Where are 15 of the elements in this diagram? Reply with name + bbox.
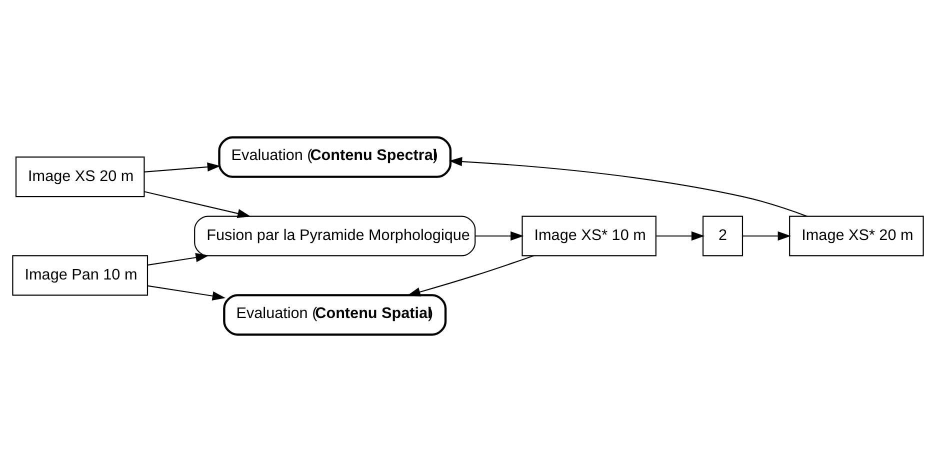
node-box: Image XS 20 m bbox=[15, 156, 145, 197]
arrow bbox=[144, 162, 221, 172]
arrow bbox=[407, 254, 534, 296]
node-box: Image Pan 10 m bbox=[12, 254, 148, 296]
arrow bbox=[656, 230, 705, 240]
arrow bbox=[475, 230, 524, 240]
node-box: 2 bbox=[702, 215, 744, 256]
arrow bbox=[144, 190, 251, 218]
node-box: Fusion par la Pyramide Morphologique bbox=[194, 215, 476, 256]
arrow bbox=[147, 284, 226, 300]
arrow bbox=[742, 230, 791, 240]
arrow bbox=[147, 252, 209, 266]
node-box: Image XS* 20 m bbox=[789, 215, 924, 256]
arrow bbox=[448, 156, 808, 216]
node-box: Image XS* 10 m bbox=[522, 215, 656, 256]
